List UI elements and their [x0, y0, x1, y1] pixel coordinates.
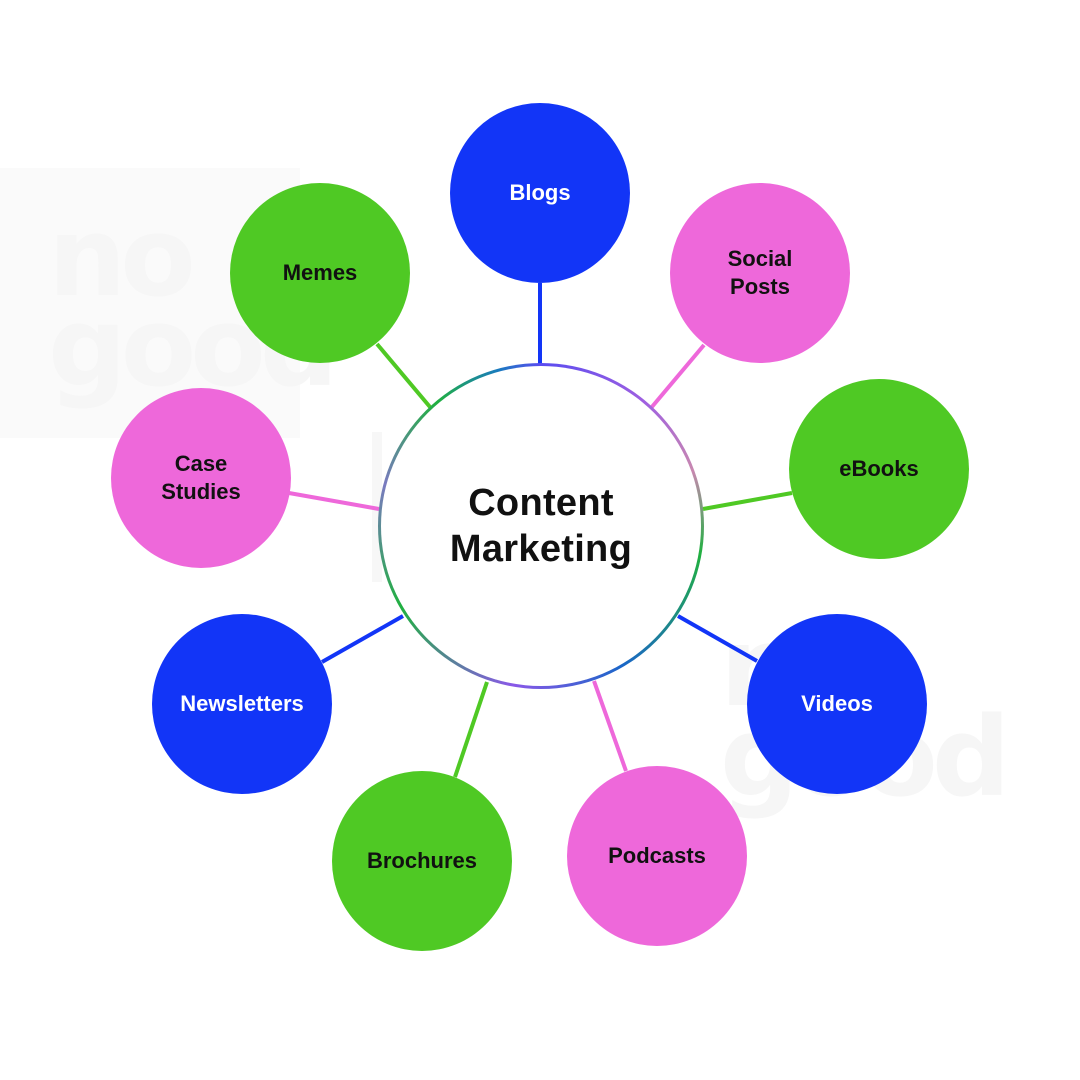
connector-social-posts — [649, 343, 706, 410]
connector-memes — [375, 342, 432, 409]
node-label: Podcasts — [608, 843, 706, 868]
center-node: Content Marketing — [378, 363, 704, 689]
node-ebooks: eBooks — [789, 379, 969, 559]
connector-videos — [677, 614, 758, 663]
node-label: Newsletters — [180, 691, 304, 716]
connector-brochures — [453, 681, 489, 778]
connector-ebooks — [702, 491, 793, 511]
node-case-studies: Case Studies — [111, 388, 291, 568]
watermark-line-1: no — [48, 193, 196, 321]
node-label: Studies — [161, 479, 241, 504]
node-label: Videos — [801, 691, 873, 716]
node-label: Case — [174, 451, 228, 476]
connector-podcasts — [592, 680, 628, 772]
node-label: Posts — [730, 274, 790, 299]
node-label: Blogs — [509, 180, 571, 205]
node-social-posts: Social Posts — [670, 183, 850, 363]
center-node-face: Content Marketing — [381, 366, 701, 686]
node-label: eBooks — [839, 456, 919, 481]
node-brochures: Brochures — [332, 771, 512, 951]
node-label: Social — [727, 246, 793, 271]
center-title-line-2: Marketing — [449, 528, 633, 570]
connector-newsletters — [321, 614, 404, 664]
node-label: Memes — [282, 260, 358, 285]
connector-case-studies — [288, 491, 380, 511]
node-memes: Memes — [230, 183, 410, 363]
node-blogs: Blogs — [450, 103, 630, 283]
node-newsletters: Newsletters — [152, 614, 332, 794]
node-label: Brochures — [366, 848, 478, 873]
node-podcasts: Podcasts — [567, 766, 747, 946]
center-title-line-1: Content — [468, 482, 614, 524]
node-videos: Videos — [747, 614, 927, 794]
